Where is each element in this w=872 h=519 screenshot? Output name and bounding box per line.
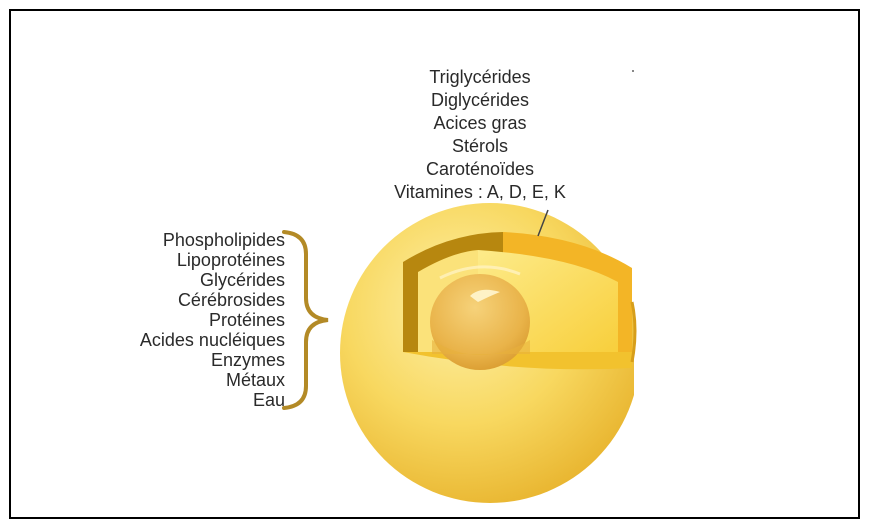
label-vitamins: Vitamines : A, D, E, K <box>330 181 630 204</box>
label-metals: Métaux <box>40 370 285 390</box>
label-enzymes: Enzymes <box>40 350 285 370</box>
label-lipoproteins: Lipoprotéines <box>40 250 285 270</box>
label-water: Eau <box>40 390 285 410</box>
label-carotenoids: Caroténoïdes <box>330 158 630 181</box>
label-fatty-acids: Acices gras <box>330 112 630 135</box>
label-cerebrosides: Cérébrosides <box>40 290 285 310</box>
curly-brace <box>284 232 328 408</box>
cutaway-section <box>403 232 632 370</box>
label-glycerides: Glycérides <box>40 270 285 290</box>
top-label-group: Triglycérides Diglycérides Acices gras S… <box>330 66 630 204</box>
label-proteins: Protéines <box>40 310 285 330</box>
nucleus-core <box>430 274 530 370</box>
label-phospholipids: Phospholipides <box>40 230 285 250</box>
label-nucleic-acids: Acides nucléiques <box>40 330 285 350</box>
label-triglycerides: Triglycérides <box>330 66 630 89</box>
left-label-group: Phospholipides Lipoprotéines Glycérides … <box>40 230 285 410</box>
label-sterols: Stérols <box>330 135 630 158</box>
label-diglycerides: Diglycérides <box>330 89 630 112</box>
